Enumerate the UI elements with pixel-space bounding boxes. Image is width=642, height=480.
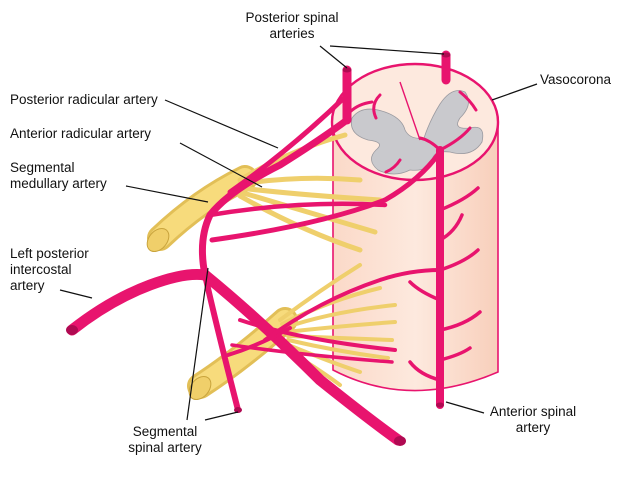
label-anterior-spinal-artery: Anterior spinal artery [478, 404, 588, 436]
label-posterior-radicular-artery: Posterior radicular artery [10, 92, 158, 107]
label-segmental-spinal-artery: Segmental spinal artery [110, 424, 220, 456]
label-vasocorona: Vasocorona [540, 72, 612, 87]
label-anterior-radicular-artery: Anterior radicular artery [10, 126, 152, 141]
label-segmental-medullary-artery-line1: Segmental [10, 160, 75, 175]
label-anterior-spinal-artery-line2: artery [515, 420, 551, 435]
label-segmental-medullary-artery: Segmental medullary artery [10, 160, 107, 192]
label-segmental-medullary-artery-line2: medullary artery [10, 176, 107, 191]
label-anterior-spinal-artery-line1: Anterior spinal [489, 404, 577, 419]
label-left-posterior-intercostal-artery: Left posterior intercostal artery [10, 246, 89, 294]
leader-lines [59, 45, 538, 421]
label-left-posterior-intercostal-artery-line2: intercostal [10, 262, 72, 277]
label-left-posterior-intercostal-artery-line1: Left posterior [10, 246, 89, 261]
arteries [66, 50, 482, 446]
segmental-spinal-artery [198, 116, 351, 279]
label-posterior-spinal-arteries-line2: arteries [269, 26, 315, 41]
left-posterior-intercostal-artery [66, 269, 211, 336]
label-left-posterior-intercostal-artery-line3: artery [10, 278, 45, 293]
grey-matter [350, 90, 484, 175]
label-posterior-spinal-arteries: Posterior spinal arteries [232, 10, 352, 42]
label-segmental-spinal-artery-line2: spinal artery [128, 440, 202, 455]
label-segmental-spinal-artery-line1: Segmental [132, 424, 198, 439]
label-posterior-spinal-arteries-line1: Posterior spinal [245, 10, 339, 25]
